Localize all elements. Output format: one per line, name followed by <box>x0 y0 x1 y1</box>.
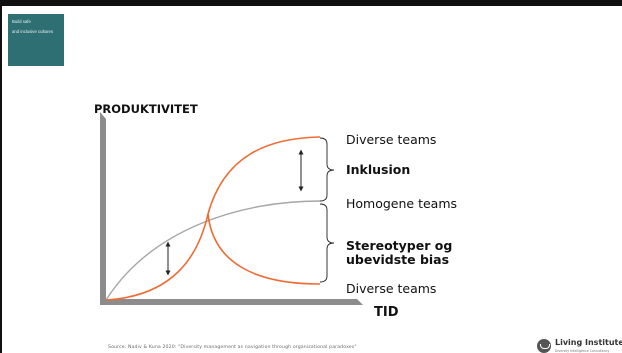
y-axis <box>100 112 106 305</box>
label-stereotyper-line-1: Stereotyper og <box>346 238 453 253</box>
label-stereotyper-line-2: ubevidste bias <box>346 252 450 267</box>
y-axis-title: PRODUKTIVITET <box>94 102 198 116</box>
label-diverse-teams-top: Diverse teams <box>346 132 437 147</box>
label-diverse-teams-bottom: Diverse teams <box>346 281 437 296</box>
diagram-canvas <box>100 112 363 305</box>
label-homogene-teams: Homogene teams <box>346 196 458 211</box>
homogene-curve <box>105 200 321 301</box>
smile-circle-icon <box>537 339 551 353</box>
bias-brace <box>319 203 335 283</box>
section-badge: Build safe and inclusive cultures <box>8 14 64 66</box>
x-axis-title: TID <box>374 305 399 320</box>
diverse-lower-curve <box>207 213 321 285</box>
x-axis <box>100 299 363 305</box>
inclusion-brace <box>319 137 335 202</box>
source-citation: Source: Nadiv & Kuna 2020: "Diversity ma… <box>108 345 357 350</box>
badge-line-1: Build safe <box>12 19 31 24</box>
logo-name: Living Institute <box>555 338 622 347</box>
badge-line-2: and inclusive cultures <box>12 29 54 35</box>
label-inklusion: Inklusion <box>346 162 411 177</box>
logo-tagline: Diversity Intelligence Consultancy <box>555 349 610 353</box>
